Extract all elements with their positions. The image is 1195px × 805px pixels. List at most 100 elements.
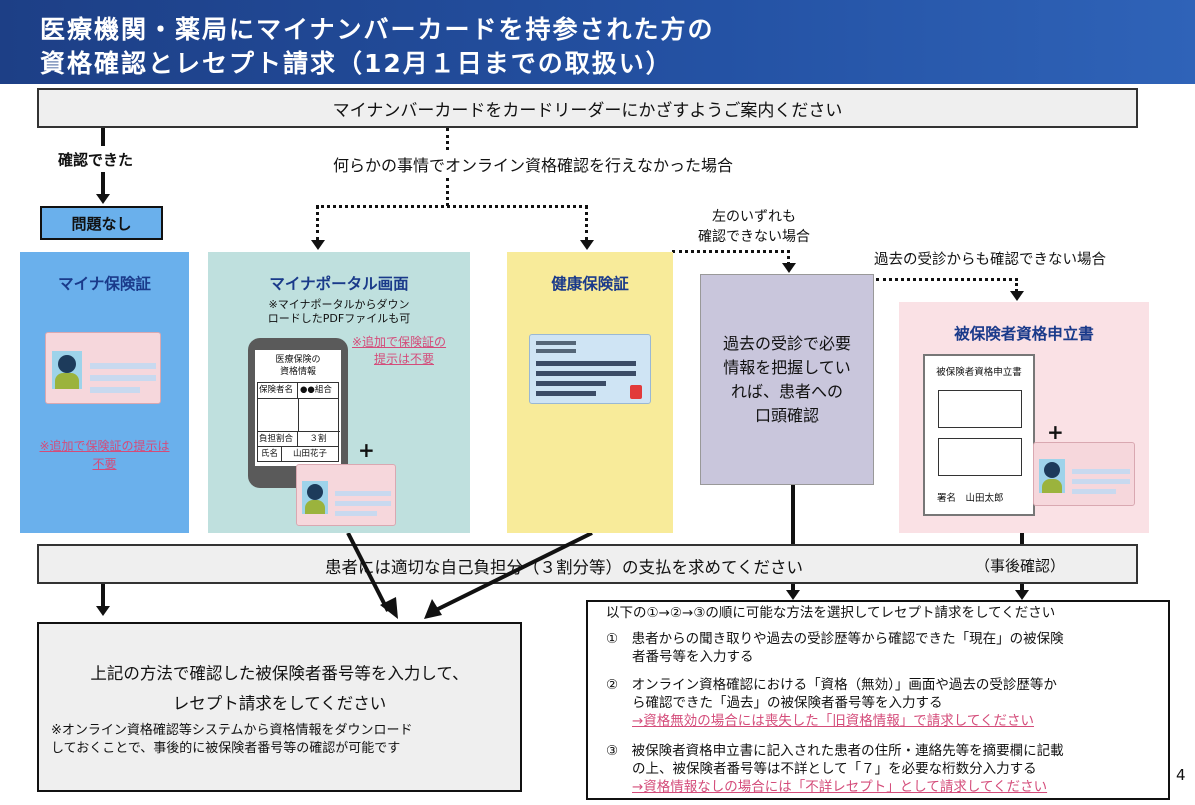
connector-line bbox=[101, 172, 105, 196]
arrow-down-icon bbox=[96, 606, 110, 616]
left-result-line2: レセプト請求をしてください bbox=[172, 694, 387, 713]
panel-title: 被保険者資格申立書 bbox=[954, 325, 1094, 343]
no-problem-text: 問題なし bbox=[71, 214, 132, 233]
past-visit-line1: 過去の受診で必要 bbox=[722, 333, 851, 353]
panel-kenko-hokensho: 健康保険証 bbox=[507, 252, 673, 533]
right-result-intro: 以下の①→②→③の順に可能な方法を選択してレセプト請求をしてください bbox=[606, 605, 1056, 621]
right-result-item1-line1: ① 患者からの聞き取りや過去の受診歴等から確認できた「現在」の被保険 bbox=[606, 631, 1064, 647]
panel-myna-portal: マイナポータル画面 ※マイナポータルからダウン ロードしたPDFファイルも可 ※… bbox=[208, 252, 470, 533]
right-result-item1-line2: 者番号等を入力する bbox=[632, 649, 754, 665]
portal-subnote-line2: ロードしたPDFファイルも可 bbox=[267, 312, 411, 325]
phone-table: 保険者名 ●●組合 負担割合 ３割 氏名 山田花子 bbox=[257, 382, 340, 462]
myna-note-line1: ※追加で保険証の提示は bbox=[39, 439, 170, 453]
page-number: 4 bbox=[1176, 766, 1186, 784]
phone-cell-name-value: 山田花子 bbox=[292, 449, 327, 459]
connector-line bbox=[101, 128, 105, 146]
phone-cell-name-label: 氏名 bbox=[258, 447, 282, 462]
dotted-connector bbox=[876, 278, 1018, 281]
right-result-box: 以下の①→②→③の順に可能な方法を選択してレセプト請求をしてください ① 患者か… bbox=[586, 600, 1170, 800]
arrow-down-icon bbox=[786, 590, 800, 600]
header-title-line2: 資格確認とレセプト請求（12月１日までの取扱い） bbox=[40, 49, 673, 78]
panel-title: マイナ保険証 bbox=[58, 275, 151, 293]
dotted-connector bbox=[787, 250, 790, 265]
panel-past-visit: 過去の受診で必要 情報を把握してい れば、患者への 口頭確認 bbox=[700, 274, 874, 485]
connector-line bbox=[101, 584, 105, 608]
page-header: 医療機関・薬局にマイナンバーカードを持参された方の 資格確認とレセプト請求（12… bbox=[0, 0, 1195, 84]
neither-label-line2: 確認できない場合 bbox=[698, 229, 810, 245]
merge-arrows bbox=[346, 533, 593, 619]
my-number-card-icon bbox=[1033, 442, 1135, 506]
arrow-down-icon bbox=[96, 194, 110, 204]
right-result-item3-line1: ③ 被保険者資格申立書に記入された患者の住所・連絡先等を摘要欄に記載 bbox=[606, 743, 1064, 759]
arrow-down-icon bbox=[311, 240, 325, 250]
connector-line bbox=[1020, 584, 1024, 592]
dotted-connector bbox=[316, 205, 588, 208]
application-form-icon: 被保険者資格申立書 署名 山田太郎 bbox=[923, 354, 1035, 516]
right-result-item3-line2: の上、被保険者番号等は不詳として「７」を必要な桁数分入力する bbox=[632, 761, 1037, 777]
payment-text: 患者には適切な自己負担分（３割分等）の支払を求めてください bbox=[325, 558, 804, 577]
form-signature: 署名 山田太郎 bbox=[937, 493, 1004, 504]
arrow-down-icon bbox=[580, 240, 594, 250]
dotted-connector bbox=[446, 128, 449, 150]
arrow-down-icon bbox=[782, 263, 796, 273]
portal-note-line2: 提示は不要 bbox=[374, 352, 435, 366]
payment-bar: 患者には適切な自己負担分（３割分等）の支払を求めてください （事後確認） bbox=[37, 544, 1138, 584]
phone-cell-share-label: 負担割合 bbox=[258, 432, 298, 447]
connector-line bbox=[791, 485, 795, 545]
connector-line bbox=[791, 584, 795, 592]
myna-note: ※追加で保険証の提示は 不要 bbox=[20, 437, 189, 473]
phone-cell-insurer-value: ●●組合 bbox=[298, 383, 338, 399]
form-title: 被保険者資格申立書 bbox=[936, 367, 1022, 378]
left-result-box: 上記の方法で確認した被保険者番号等を入力して、 レセプト請求をしてください ※オ… bbox=[37, 622, 522, 792]
phone-cell-share-value: ３割 bbox=[298, 432, 338, 447]
plus-sign: + bbox=[358, 438, 375, 462]
left-result-line1: 上記の方法で確認した被保険者番号等を入力して、 bbox=[90, 664, 469, 683]
phone-screen: 医療保険の 資格情報 保険者名 ●●組合 負担割合 ３割 氏名 山田花子 bbox=[255, 350, 341, 466]
left-result-note-line1: ※オンライン資格確認等システムから資格情報をダウンロード bbox=[51, 723, 413, 738]
after-check-label: （事後確認） bbox=[975, 557, 1066, 575]
portal-subnote: ※マイナポータルからダウン ロードしたPDFファイルも可 bbox=[208, 298, 470, 326]
portal-subnote-line1: ※マイナポータルからダウン bbox=[268, 298, 410, 311]
portal-note: ※追加で保険証の 提示は不要 bbox=[352, 334, 446, 368]
right-result-item3-note: →資格情報なしの場合には「不詳レセプト」として請求してください bbox=[632, 779, 1048, 795]
header-title-line1: 医療機関・薬局にマイナンバーカードを持参された方の bbox=[40, 15, 715, 44]
dotted-connector bbox=[1015, 278, 1018, 292]
arrow-down-icon bbox=[1010, 291, 1024, 301]
dotted-connector bbox=[585, 205, 588, 241]
past-visit-line4: 口頭確認 bbox=[754, 405, 819, 425]
phone-title-line2: 資格情報 bbox=[279, 367, 316, 377]
dotted-connector bbox=[446, 178, 449, 206]
myna-note-line2: 不要 bbox=[92, 457, 117, 471]
panel-title: 健康保険証 bbox=[551, 275, 629, 293]
failed-label: 何らかの事情でオンライン資格確認を行えなかった場合 bbox=[333, 156, 734, 175]
smartphone-icon: 医療保険の 資格情報 保険者名 ●●組合 負担割合 ３割 氏名 山田花子 bbox=[248, 338, 348, 488]
left-result-note-line2: しておくことで、事後的に被保険者番号等の確認が可能です bbox=[51, 741, 401, 756]
arrow-down-icon bbox=[1015, 590, 1029, 600]
right-result-item2-line1: ② オンライン資格確認における「資格（無効）」画面や過去の受診歴等か bbox=[606, 677, 1057, 693]
phone-cell-insurer-label: 保険者名 bbox=[258, 383, 298, 399]
top-instruction-box: マイナンバーカードをカードリーダーにかざすようご案内ください bbox=[37, 88, 1138, 128]
phone-title-line1: 医療保険の bbox=[275, 355, 321, 365]
portal-note-line1: ※追加で保険証の bbox=[352, 335, 447, 349]
dotted-connector bbox=[672, 250, 790, 253]
my-number-card-icon bbox=[45, 332, 161, 404]
past-visit-line3: れば、患者への bbox=[730, 381, 843, 401]
my-number-card-icon bbox=[296, 464, 396, 526]
panel-title: マイナポータル画面 bbox=[269, 275, 409, 293]
panel-shinritsu: 被保険者資格申立書 被保険者資格申立書 署名 山田太郎 + bbox=[899, 302, 1149, 533]
right-result-item2-line2: ら確認できた「過去」の被保険者番号等を入力する bbox=[632, 695, 943, 711]
neither-label-line1: 左のいずれも bbox=[712, 209, 796, 225]
past-visit-line2: 情報を把握してい bbox=[723, 357, 851, 377]
past-visit-label: 過去の受診からも確認できない場合 bbox=[874, 252, 1106, 268]
no-problem-badge: 問題なし bbox=[40, 206, 163, 240]
dotted-connector bbox=[316, 205, 319, 241]
neither-confirmed-label: 左のいずれも 確認できない場合 bbox=[690, 207, 818, 247]
right-result-item2-note: →資格無効の場合には喪失した「旧資格情報」で請求してください bbox=[632, 713, 1035, 729]
connector-line bbox=[1020, 533, 1024, 545]
confirmed-label: 確認できた bbox=[58, 151, 134, 169]
panel-myna-hokensho: マイナ保険証 ※追加で保険証の提示は 不要 bbox=[20, 252, 189, 533]
health-insurance-card-icon bbox=[529, 334, 651, 404]
plus-sign: + bbox=[1047, 420, 1064, 444]
top-instruction-text: マイナンバーカードをカードリーダーにかざすようご案内ください bbox=[332, 100, 843, 121]
left-result-note: ※オンライン資格確認等システムから資格情報をダウンロード しておくことで、事後的… bbox=[51, 722, 413, 758]
